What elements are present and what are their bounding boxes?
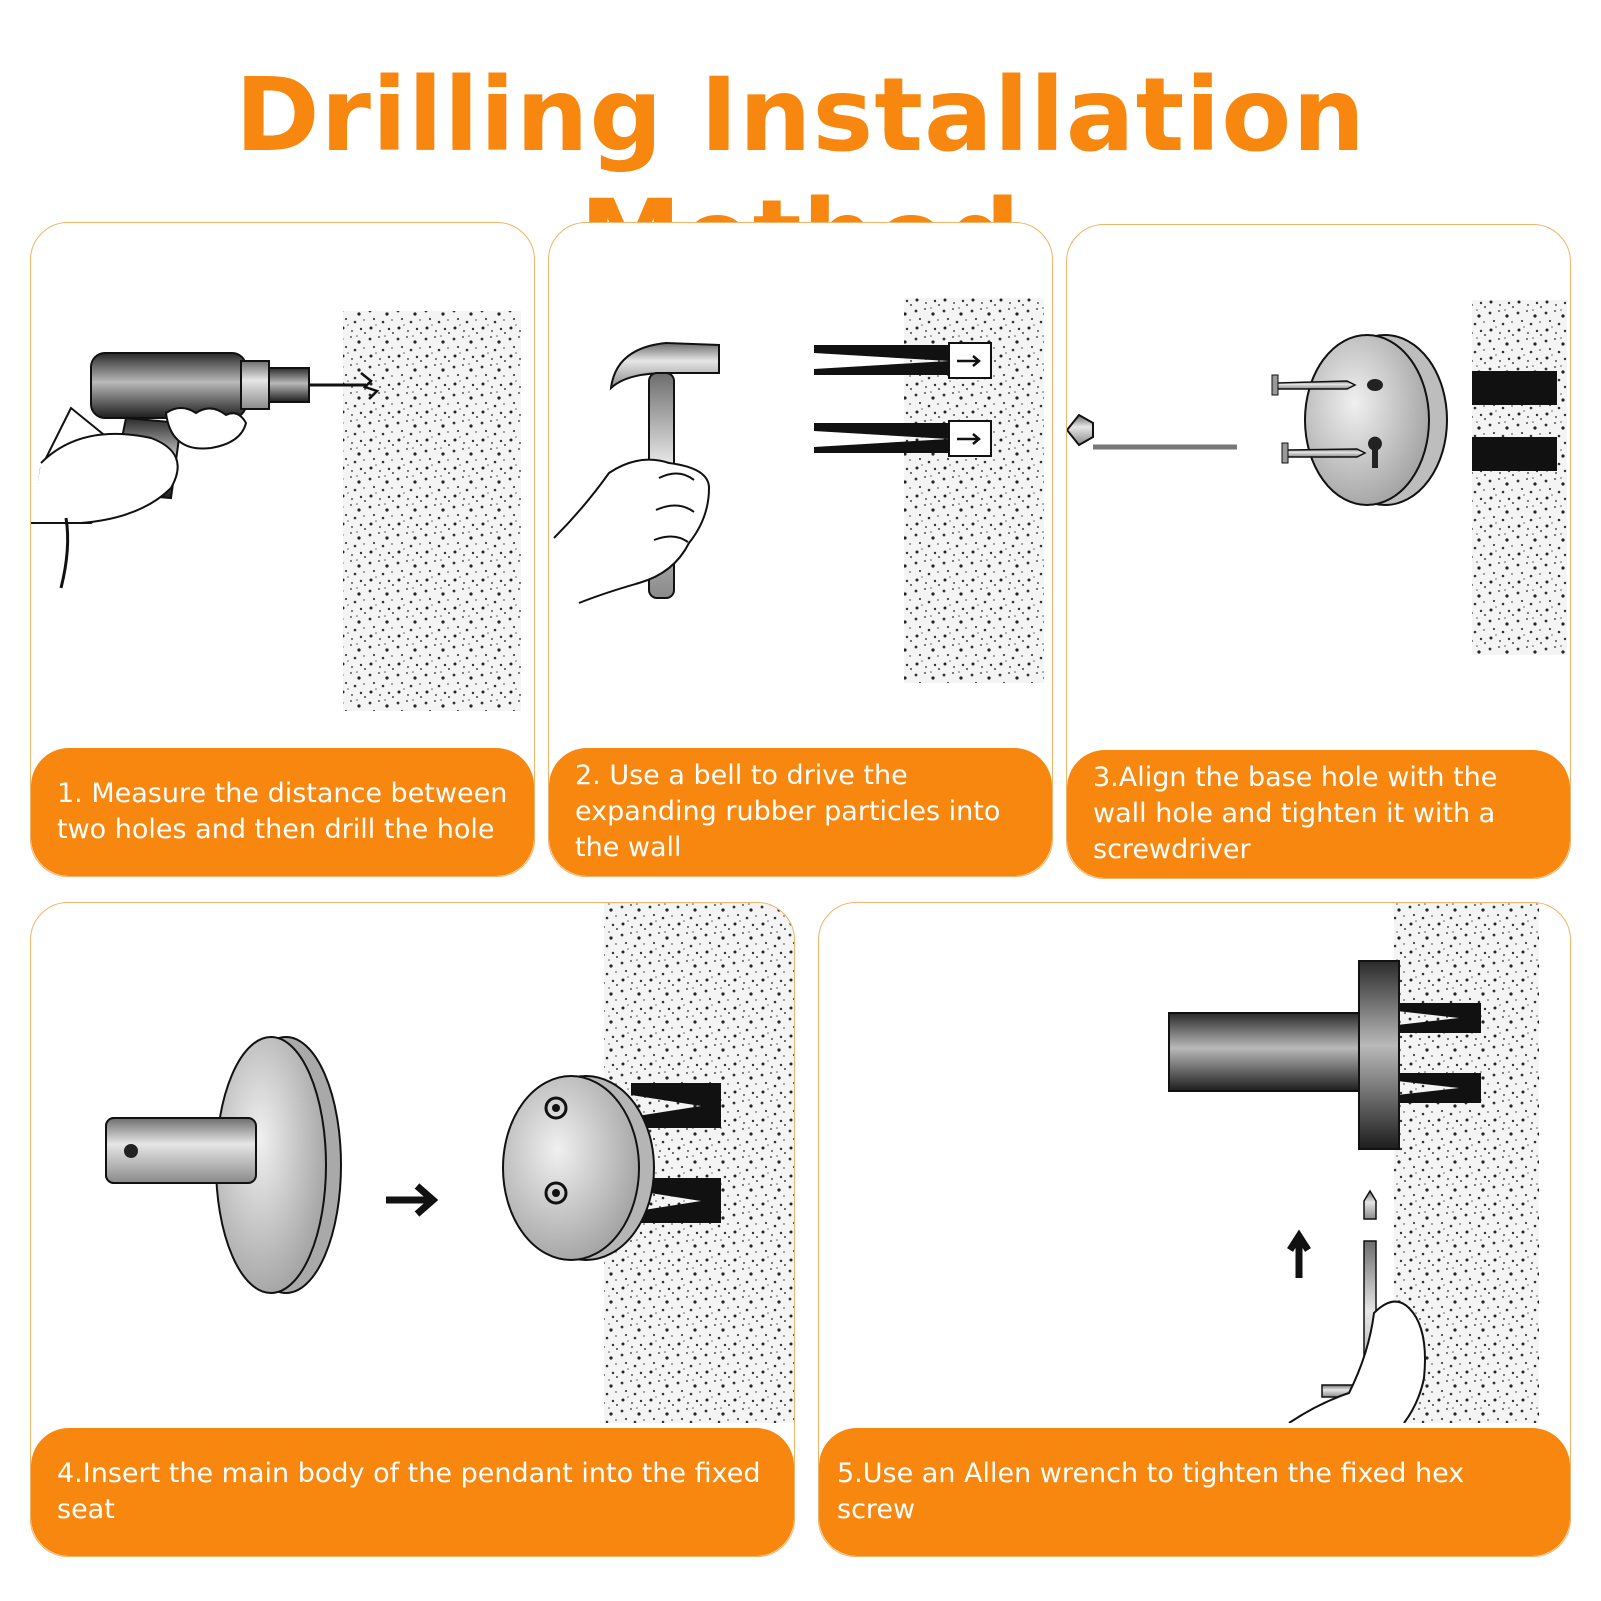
- allen-wrench-icon: [1168, 903, 1539, 1423]
- hammer-icon: [553, 298, 1044, 683]
- step-card-3: 3.Align the base hole with the wall hole…: [1066, 224, 1571, 879]
- pendant-icon: [105, 903, 794, 1423]
- step-caption-4: 4.Insert the main body of the pendant in…: [31, 1428, 794, 1556]
- step-card-5: 5.Use an Allen wrench to tighten the fix…: [818, 902, 1571, 1557]
- step-card-2: 2. Use a bell to drive the expanding rub…: [548, 222, 1053, 877]
- step-caption-2: 2. Use a bell to drive the expanding rub…: [549, 748, 1052, 876]
- screwdriver-icon: [1067, 300, 1567, 655]
- step-caption-5: 5.Use an Allen wrench to tighten the fix…: [819, 1428, 1570, 1556]
- step-card-4: 4.Insert the main body of the pendant in…: [30, 902, 795, 1557]
- electric-drill-icon: [31, 311, 521, 711]
- step-caption-1: 1. Measure the distance between two hole…: [31, 748, 534, 876]
- step-card-1: 1. Measure the distance between two hole…: [30, 222, 535, 877]
- step-caption-3: 3.Align the base hole with the wall hole…: [1067, 750, 1570, 878]
